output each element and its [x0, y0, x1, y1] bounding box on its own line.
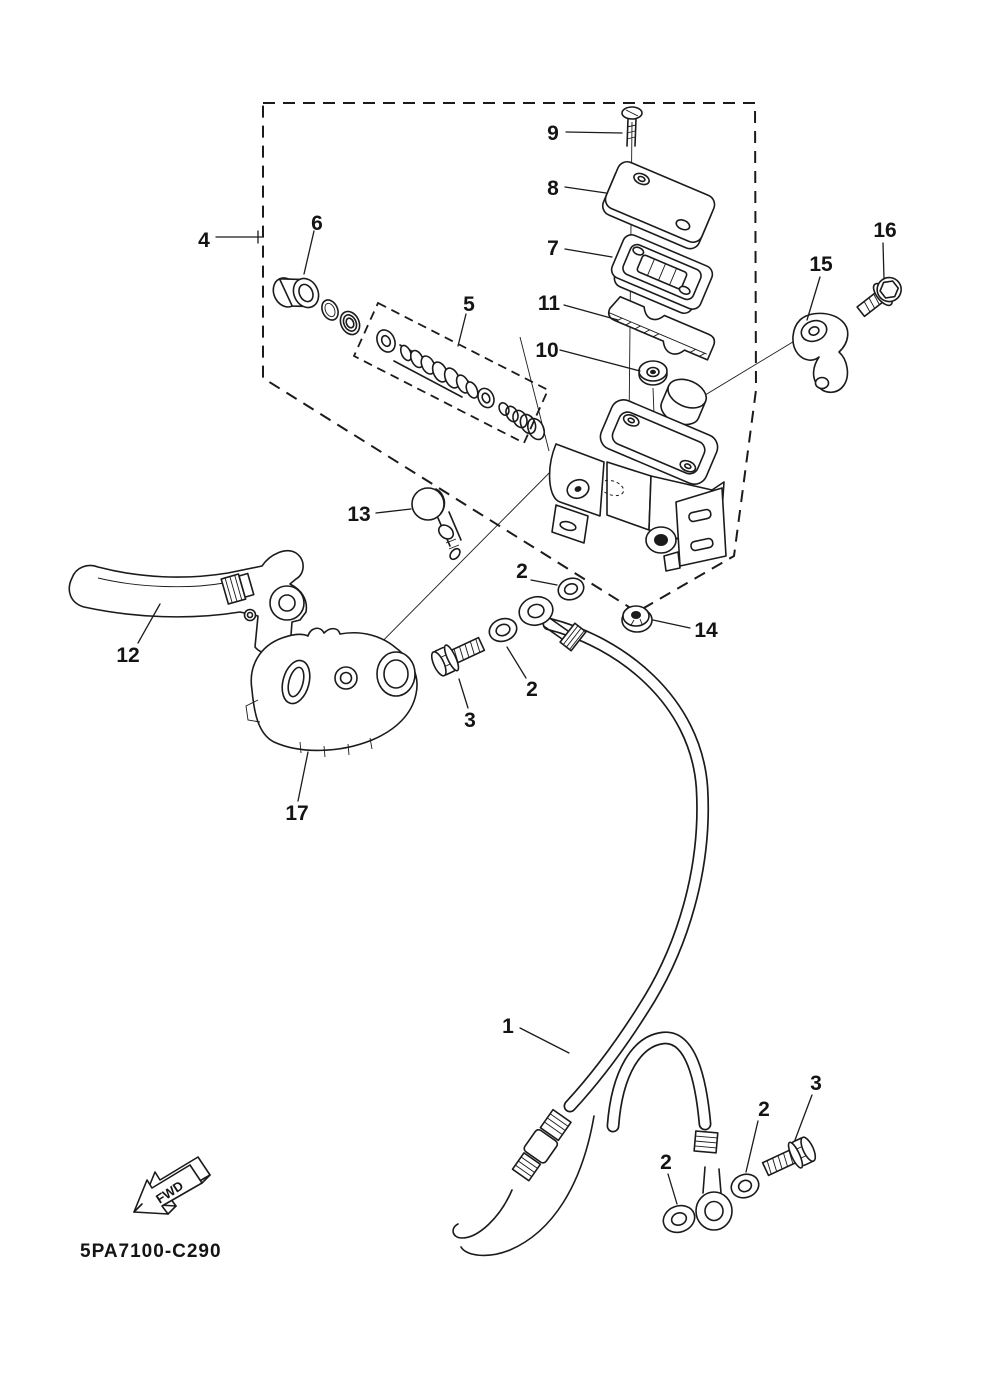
part-3-banjo-bolt-bottom: [761, 1136, 817, 1177]
callout-1: 1: [502, 1015, 514, 1038]
callout-4: 4: [198, 229, 210, 252]
callout-5: 5: [463, 293, 475, 316]
assembly-box-5: [352, 301, 550, 445]
callout-12: 12: [116, 644, 139, 667]
callout-9: 9: [547, 122, 559, 145]
part-5-piston-kit: [376, 329, 546, 441]
part-8-reservoir-cap: [601, 160, 716, 250]
part-1-brake-hose: [452, 595, 733, 1257]
callout-labels: 9 8 7 11 10 4 6 5 15 16 13 12 2 2 3 14 1…: [116, 122, 896, 1174]
diagram-code: 5PA7100-C290: [80, 1241, 222, 1262]
part-2-washer-mid: [488, 617, 518, 643]
part-6-bushing-set: [272, 277, 361, 336]
part-9-screw: [621, 106, 643, 147]
part-2-washer-top: [557, 577, 585, 601]
callout-8: 8: [547, 177, 559, 200]
part-3-banjo-bolt-mid: [430, 636, 486, 677]
callout-3a: 3: [464, 709, 476, 732]
callout-10: 10: [535, 339, 558, 362]
callout-13: 13: [347, 503, 370, 526]
callout-11: 11: [538, 292, 561, 315]
callout-2c: 2: [660, 1151, 672, 1174]
callout-6: 6: [311, 212, 323, 235]
part-7-diaphragm: [610, 234, 714, 315]
part-14-nut: [621, 605, 653, 633]
fwd-arrow: FWD: [133, 1156, 211, 1215]
callout-2a: 2: [516, 560, 528, 583]
hose-crimp: [693, 1130, 719, 1154]
part-15-clamp-bracket: [792, 312, 849, 394]
callout-14: 14: [694, 619, 718, 642]
master-cylinder-body: [548, 378, 727, 572]
callout-15: 15: [809, 253, 833, 276]
part-17-lever-holder: [245, 627, 418, 758]
piston-spring: [498, 402, 546, 441]
leader-lines: [137, 131, 885, 1205]
part-2-washer-bottom-mid: [730, 1173, 760, 1199]
part-10-grommet: [638, 360, 668, 386]
callout-3b: 3: [810, 1072, 822, 1095]
hose-end-fitting: [511, 1108, 572, 1182]
callout-2d: 2: [758, 1098, 770, 1121]
assembly-box-4: [262, 102, 758, 614]
part-2-washer-bottom-left: [662, 1204, 696, 1234]
lever-adjuster: [220, 572, 255, 605]
callout-17: 17: [285, 802, 308, 825]
callout-2b: 2: [526, 678, 538, 701]
callout-16: 16: [873, 219, 896, 242]
callout-7: 7: [547, 237, 559, 260]
hose-crimp-top: [559, 622, 587, 652]
part-13-pivot-bolt: [411, 487, 462, 561]
part-16-bolt: [856, 276, 902, 318]
part-12-brake-lever: [68, 550, 308, 656]
